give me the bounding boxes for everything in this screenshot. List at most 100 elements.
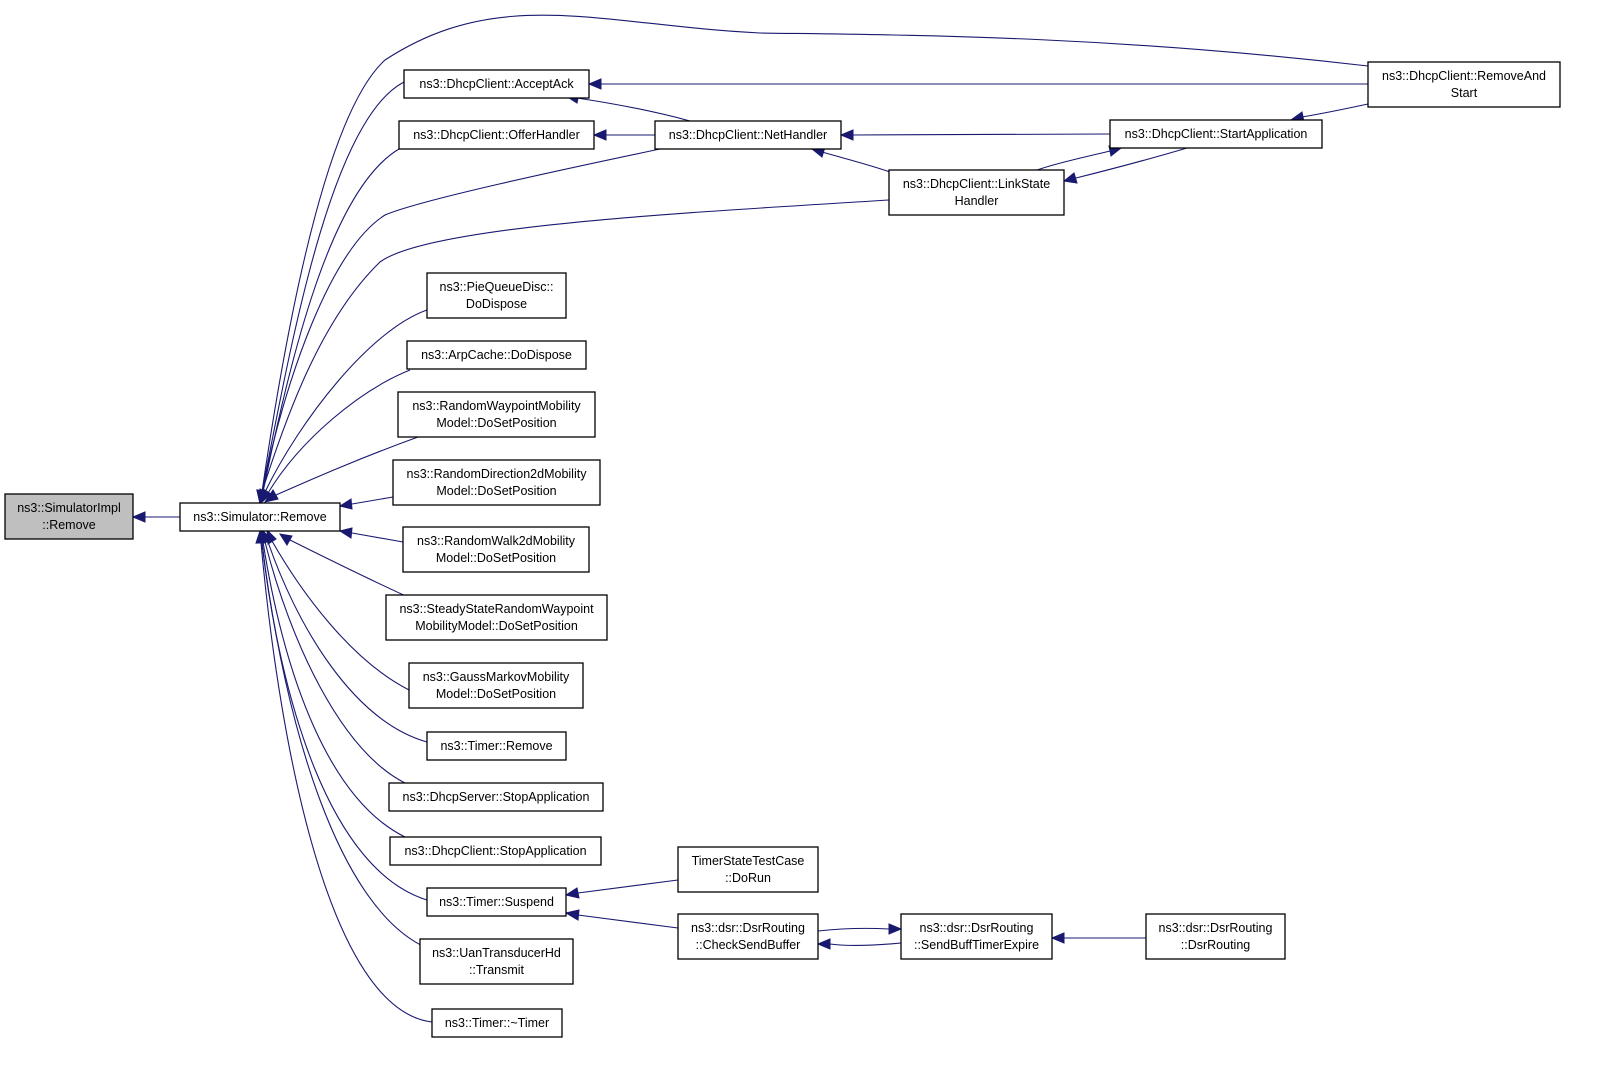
node-label-line: ::CheckSendBuffer (696, 938, 801, 952)
arrowhead (255, 529, 267, 544)
arrowhead (816, 938, 831, 950)
node-dcstop[interactable]: ns3::DhcpClient::StopApplication (389, 836, 602, 866)
node-offer[interactable]: ns3::DhcpClient::OfferHandler (398, 120, 595, 150)
node-tsuspend[interactable]: ns3::Timer::Suspend (426, 887, 567, 917)
node-box (426, 272, 567, 319)
node-net[interactable]: ns3::DhcpClient::NetHandler (654, 120, 842, 150)
edge-line (267, 541, 428, 743)
node-arp[interactable]: ns3::ArpCache::DoDispose (406, 340, 587, 370)
edge-offer->sim (257, 148, 400, 505)
node-box (385, 594, 608, 641)
node-box (419, 938, 574, 985)
node-label-line: ::SendBuffTimerExpire (914, 938, 1039, 952)
edge-arp->sim (260, 369, 411, 505)
node-label-line: ns3::DhcpClient::StartApplication (1125, 127, 1308, 141)
arrowhead (131, 511, 146, 523)
node-label-line: ns3::DhcpClient::NetHandler (669, 128, 827, 142)
edge-startapp->net (839, 129, 1111, 141)
edge-dsrctor->sendbuff (1050, 932, 1146, 944)
node-box (179, 502, 341, 532)
arrowhead (564, 887, 580, 899)
edge-line (577, 879, 679, 894)
edge-removeand->startapp (1289, 103, 1369, 123)
edge-removeand->accept (587, 78, 1368, 90)
node-label-line: Handler (955, 194, 999, 208)
node-label-line: ::Transmit (469, 963, 525, 977)
edge-check->sendbuff (817, 923, 903, 935)
node-startapp[interactable]: ns3::DhcpClient::StartApplication (1109, 119, 1323, 149)
edge-line (289, 539, 411, 599)
node-label-line: ns3::DhcpClient::LinkState (903, 177, 1050, 191)
edge-net->offer (592, 129, 655, 141)
node-label-line: ns3::dsr::DsrRouting (1159, 921, 1273, 935)
edge-line (351, 532, 404, 543)
edge-tdtor->sim (255, 529, 433, 1023)
arrowhead (278, 533, 293, 546)
node-label-line: Model::DoSetPosition (436, 687, 556, 701)
node-check[interactable]: ns3::dsr::DsrRouting::CheckSendBuffer (677, 913, 819, 960)
node-label-line: ns3::DhcpClient::OfferHandler (413, 128, 580, 142)
node-tremove[interactable]: ns3::Timer::Remove (426, 731, 567, 761)
node-box (888, 169, 1065, 216)
node-box (900, 913, 1053, 960)
edge-line (821, 151, 891, 173)
node-box (397, 391, 596, 438)
edge-check->tsuspend (564, 909, 679, 929)
node-ssrwp[interactable]: ns3::SteadyStateRandomWaypointMobilityMo… (385, 594, 608, 641)
node-gauss[interactable]: ns3::GaussMarkovMobilityModel::DoSetPosi… (408, 662, 584, 709)
node-label-line: ns3::SimulatorImpl (17, 501, 121, 515)
node-sim[interactable]: ns3::Simulator::Remove (179, 502, 341, 532)
node-rd2d[interactable]: ns3::RandomDirection2dMobilityModel::DoS… (392, 459, 601, 506)
edge-line (1075, 147, 1188, 179)
edge-tstc->tsuspend (564, 879, 679, 899)
node-label-line: ns3::DhcpClient::RemoveAnd (1382, 69, 1546, 83)
edge-ssrwp->sim (278, 533, 411, 599)
node-box (426, 731, 567, 761)
node-label-line: MobilityModel::DoSetPosition (415, 619, 578, 633)
edge-rw2d->sim (338, 527, 404, 543)
node-pie[interactable]: ns3::PieQueueDisc::DoDispose (426, 272, 567, 319)
edge-line (264, 541, 406, 784)
node-box (1145, 913, 1286, 960)
node-rwp[interactable]: ns3::RandomWaypointMobilityModel::DoSetP… (397, 391, 596, 438)
arrowhead (1050, 932, 1065, 944)
node-sendbuff[interactable]: ns3::dsr::DsrRouting::SendBuffTimerExpir… (900, 913, 1053, 960)
node-box (402, 526, 590, 573)
edge-line (261, 81, 405, 493)
node-label-line: ns3::Simulator::Remove (193, 510, 326, 524)
node-label-line: ns3::RandomDirection2dMobility (407, 467, 588, 481)
arrowhead (839, 129, 854, 141)
call-edges (131, 14, 1369, 1023)
edge-rwp->sim (263, 436, 419, 503)
node-tstc[interactable]: TimerStateTestCase::DoRun (677, 846, 819, 893)
edge-line (852, 133, 1111, 136)
node-box (1109, 119, 1323, 149)
edge-line (576, 97, 691, 122)
node-box (408, 662, 584, 709)
node-dsstop[interactable]: ns3::DhcpServer::StopApplication (388, 782, 604, 812)
node-box (677, 913, 819, 960)
edge-sim->simimpl (131, 511, 180, 523)
node-label-line: ns3::UanTransducerHd (432, 946, 561, 960)
node-dsrctor[interactable]: ns3::dsr::DsrRouting::DsrRouting (1145, 913, 1286, 960)
node-box (431, 1008, 563, 1038)
node-label-line: ::DoRun (725, 871, 771, 885)
node-uan[interactable]: ns3::UanTransducerHd::Transmit (419, 938, 574, 985)
edge-sendbuff->check (816, 938, 902, 950)
edge-line (817, 927, 890, 932)
edge-line (261, 542, 428, 949)
node-label-line: ns3::DhcpClient::StopApplication (404, 844, 586, 858)
node-simimpl[interactable]: ns3::SimulatorImpl::Remove (4, 493, 134, 540)
edge-line (271, 540, 410, 691)
node-box (426, 887, 567, 917)
node-rw2d[interactable]: ns3::RandomWalk2dMobilityModel::DoSetPos… (402, 526, 590, 573)
node-accept[interactable]: ns3::DhcpClient::AcceptAck (403, 69, 590, 99)
arrowhead (888, 923, 903, 935)
node-tdtor[interactable]: ns3::Timer::~Timer (431, 1008, 563, 1038)
node-box (392, 459, 601, 506)
node-label-line: ns3::dsr::DsrRouting (691, 921, 805, 935)
node-label-line: ns3::Timer::~Timer (445, 1016, 549, 1030)
